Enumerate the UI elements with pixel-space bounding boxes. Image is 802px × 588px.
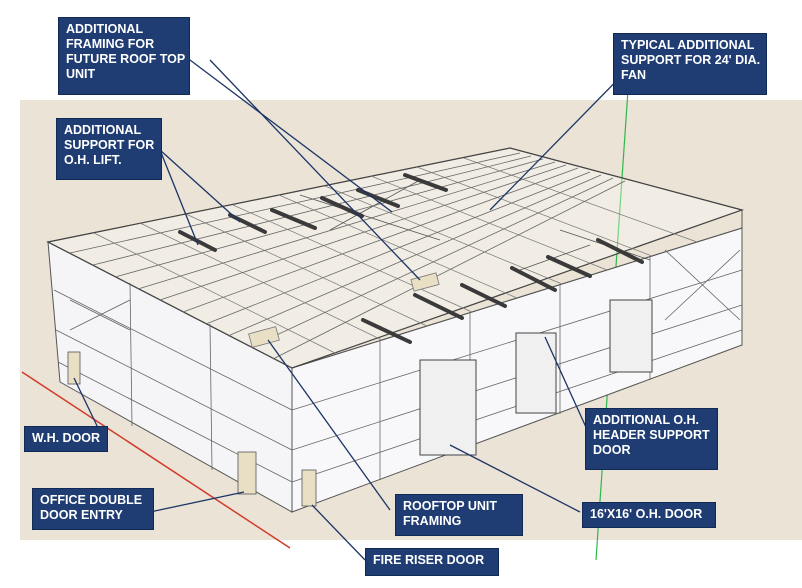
oh-lift-support-callout: ADDITIONAL SUPPORT FOR O.H. LIFT.: [56, 118, 162, 180]
callout-line: ADDITIONAL: [66, 22, 144, 36]
callout-line: FRAMING FOR: [66, 37, 155, 51]
red-axis-line: [21, 371, 291, 549]
oh-header-support-door-callout: ADDITIONAL O.H. HEADER SUPPORT DOOR: [585, 408, 718, 470]
callout-line: UNIT: [66, 67, 96, 81]
callout-line: W.H. DOOR: [32, 431, 101, 445]
callout-line: 16'X16' O.H. DOOR: [590, 507, 703, 521]
fan-support-callout: TYPICAL ADDITIONAL SUPPORT FOR 24' DIA. …: [613, 33, 767, 95]
roof-purlins: [69, 152, 626, 360]
callout-line: DOOR: [593, 443, 631, 457]
roof-girts: [93, 157, 698, 355]
callout-line: SUPPORT FOR 24' DIA.: [621, 53, 761, 67]
callout-line: HEADER SUPPORT: [593, 428, 710, 442]
callout-line: FAN: [621, 68, 646, 82]
oh-door-right: [609, 299, 653, 373]
callout-line: ADDITIONAL O.H.: [593, 413, 700, 427]
callout-line: O.H. LIFT.: [64, 153, 122, 167]
rooftop-unit-framing-opening: [248, 326, 280, 348]
rooftop-unit-framing-callout: ROOFTOP UNIT FRAMING: [395, 494, 523, 536]
oh-door-center: [515, 332, 557, 414]
callout-line: TYPICAL ADDITIONAL: [621, 38, 755, 52]
callout-line: OFFICE DOUBLE: [40, 493, 143, 507]
oh-lift-support-beams: [178, 173, 644, 344]
oh-door-size-callout: 16'X16' O.H. DOOR: [582, 502, 716, 528]
callout-line: FIRE RISER DOOR: [373, 553, 485, 567]
roof-surface: [46, 147, 745, 369]
fire-riser-door: [301, 469, 317, 507]
office-double-door: [237, 451, 257, 495]
callout-line: FUTURE ROOF TOP: [66, 52, 186, 66]
wh-door-callout: W.H. DOOR: [24, 426, 108, 452]
callout-line: DOOR ENTRY: [40, 508, 123, 522]
callout-line: ROOFTOP UNIT: [403, 499, 497, 513]
callout-line: SUPPORT FOR: [64, 138, 155, 152]
future-rooftop-unit-framing-callout: ADDITIONAL FRAMING FOR FUTURE ROOF TOP U…: [58, 17, 190, 95]
callout-line: ADDITIONAL: [64, 123, 142, 137]
callout-leader-lines: [73, 59, 636, 561]
fire-riser-door-callout: FIRE RISER DOOR: [365, 548, 499, 576]
wh-door: [67, 351, 81, 385]
oh-door-16x16: [419, 359, 477, 456]
future-rtu-framing-opening: [410, 272, 440, 292]
callout-line: FRAMING: [403, 514, 462, 528]
office-double-door-callout: OFFICE DOUBLE DOOR ENTRY: [32, 488, 154, 530]
